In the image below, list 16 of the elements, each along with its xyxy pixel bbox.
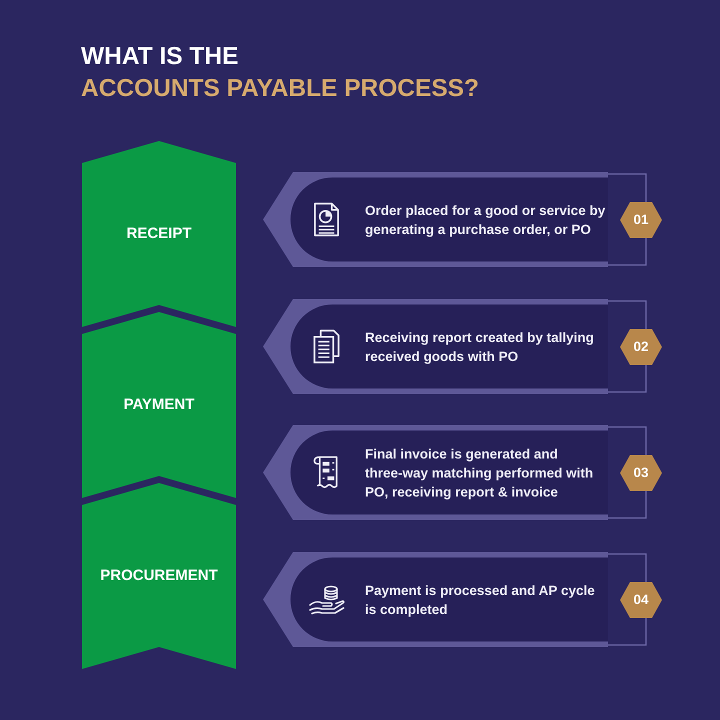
- step-number-badge: 02: [620, 329, 662, 365]
- step-number-badge: 01: [620, 202, 662, 238]
- stage-band: PAYMENT: [82, 312, 236, 498]
- step-banner: [263, 172, 647, 267]
- stage-band: RECEIPT: [82, 141, 236, 327]
- step-banner: [263, 299, 647, 394]
- step-description: Receiving report created by tallying received goods with PO: [365, 328, 595, 366]
- title: WHAT IS THE ACCOUNTS PAYABLE PROCESS?: [81, 42, 479, 104]
- step-description: Payment is processed and AP cycle is completed: [365, 582, 596, 618]
- step-banner: [263, 425, 647, 520]
- step-description: Final invoice is generated and three-way matching performed with PO, receiving report & invoice: [365, 445, 594, 501]
- step-description: Order placed for a good or service by generating a purchase order, or PO: [365, 202, 606, 238]
- stage-band: PROCUREMENT: [82, 483, 236, 669]
- step-banner: [263, 552, 647, 647]
- step-number-badge: 04: [620, 582, 662, 618]
- step-number-badge: 03: [620, 455, 662, 491]
